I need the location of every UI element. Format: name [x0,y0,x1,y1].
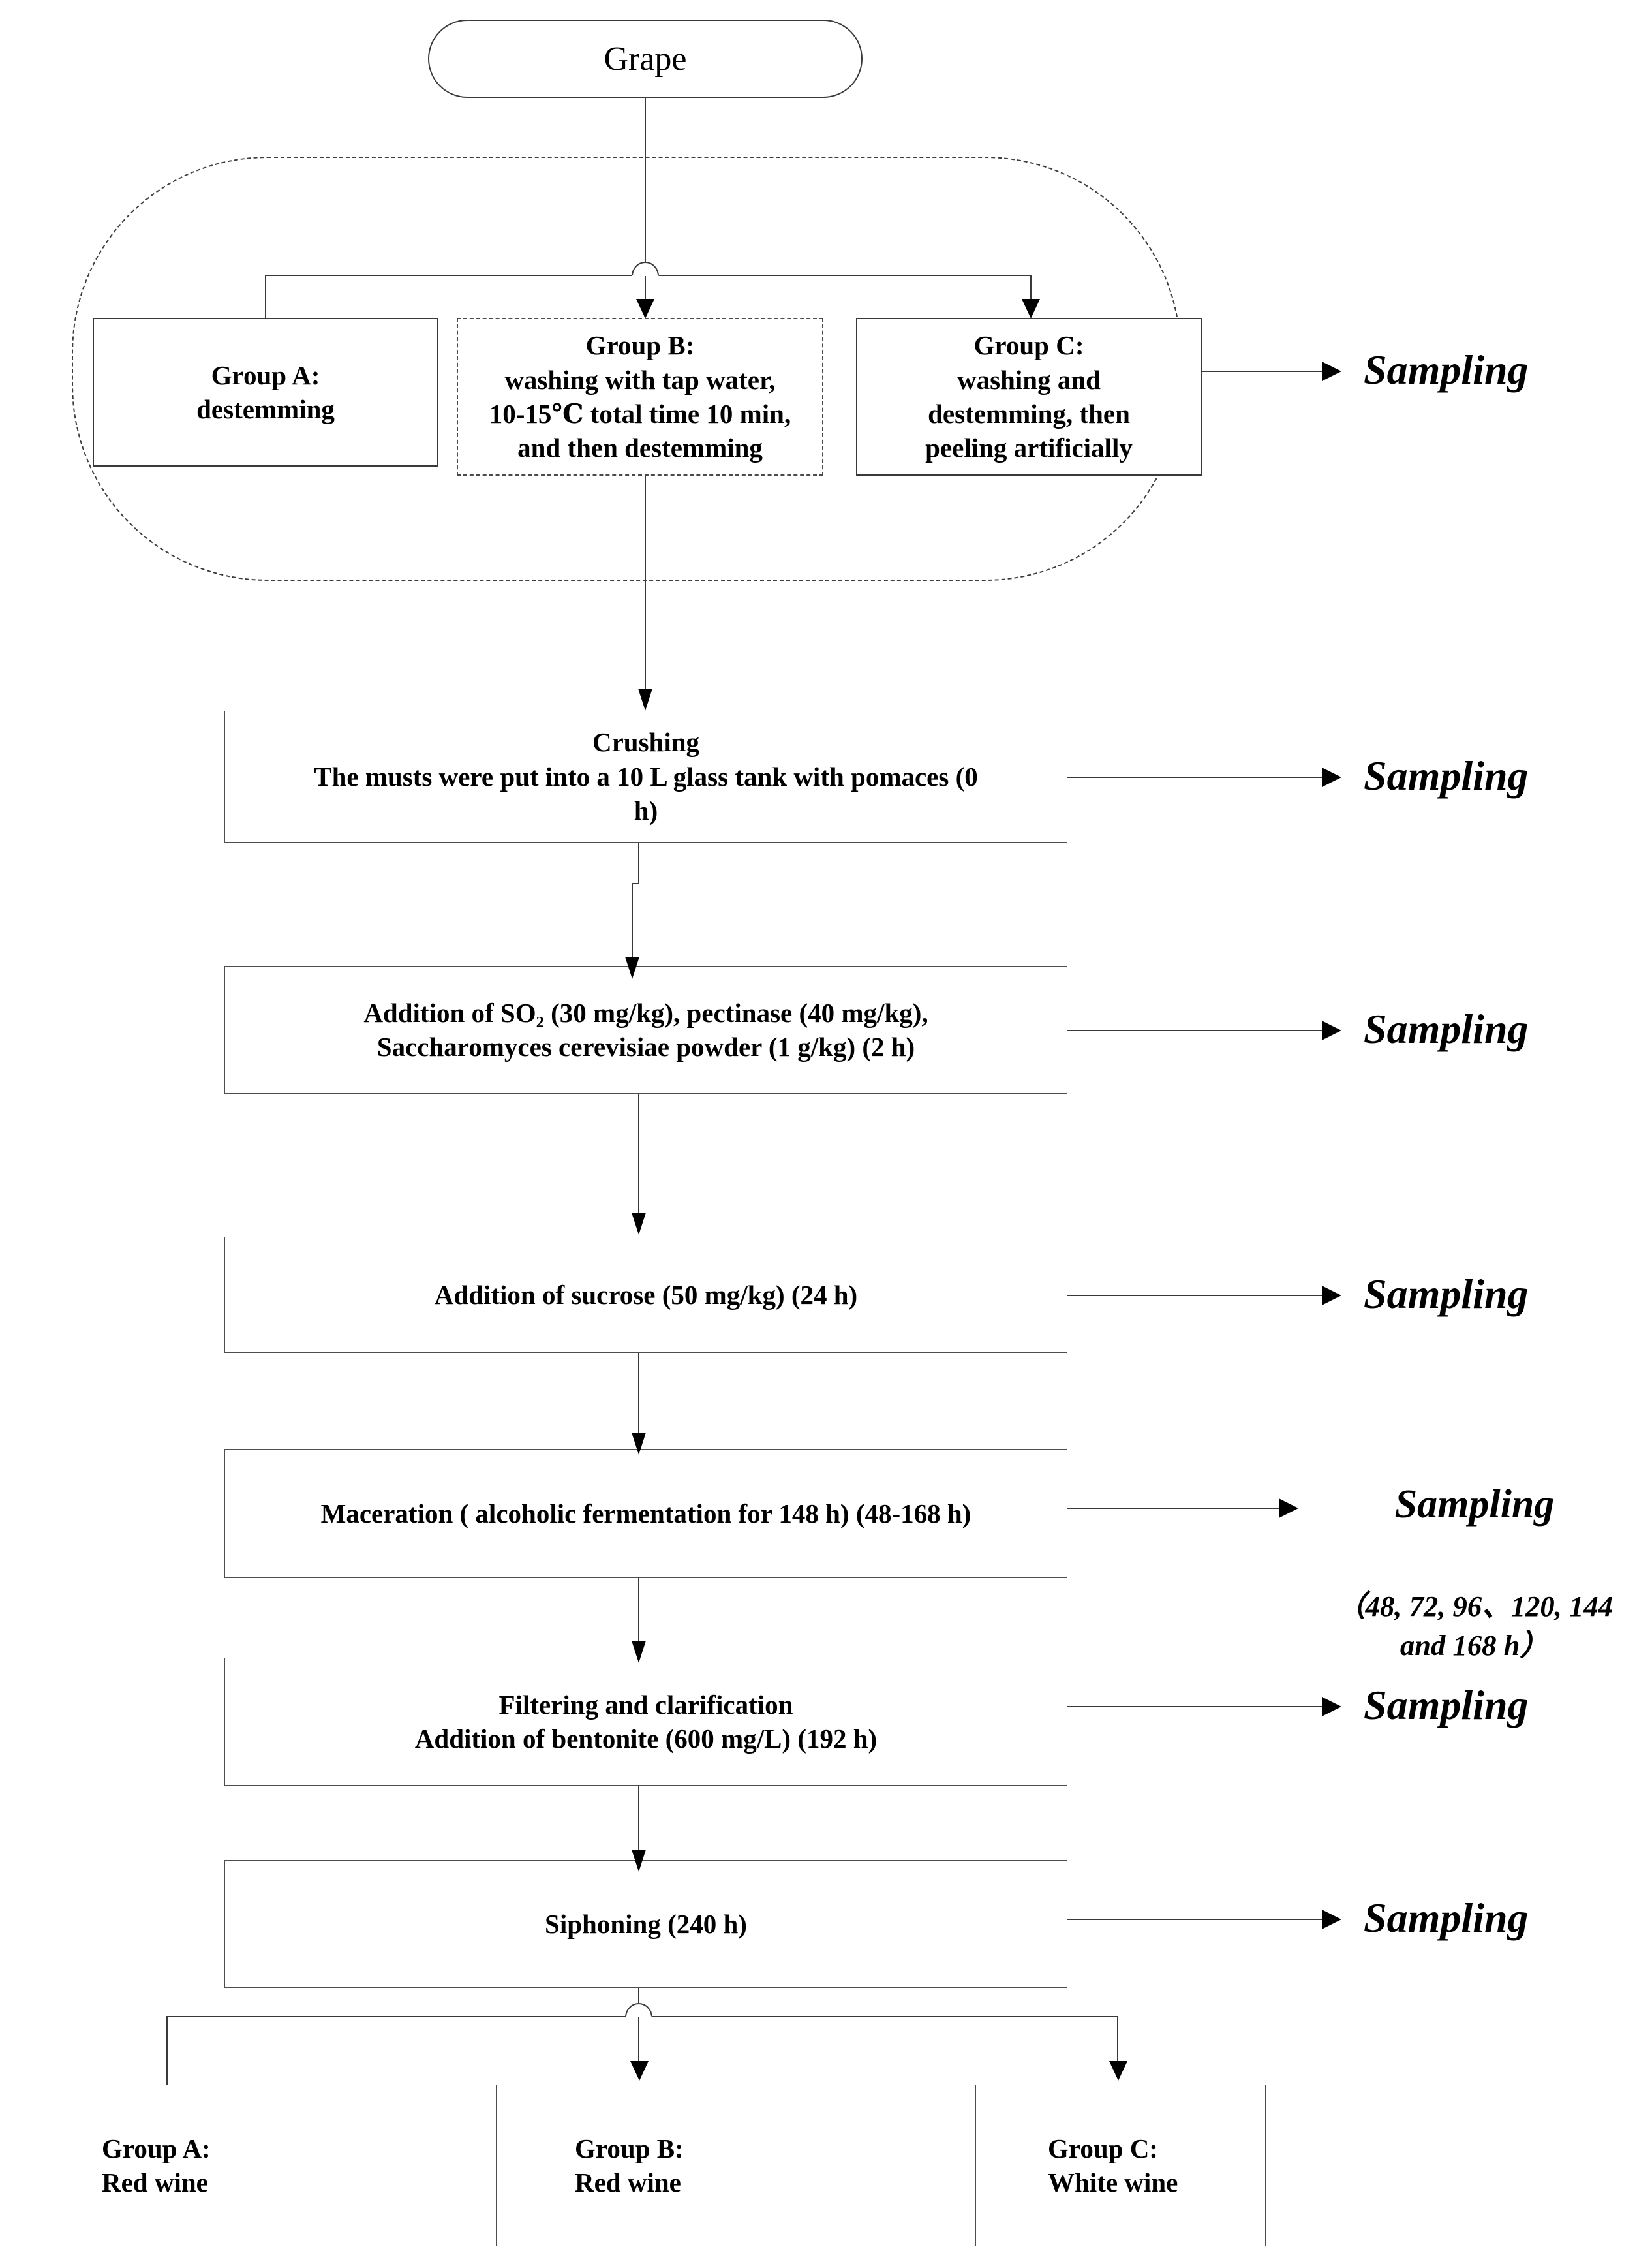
node-filtering-clarification-label: Filtering and clarification Addition of … [414,1689,878,1754]
arrowhead-output-c [1109,2061,1127,2081]
sampling-label-pretreatment: Sampling [1364,347,1529,393]
connector-crushing-to-so2-upper [638,843,639,884]
node-group-b-output-label: Group B: Red wine [575,2133,684,2197]
sampling-line-pretreatment [1202,371,1324,372]
node-siphoning: Siphoning (240 h) [224,1860,1067,1988]
node-maceration-label: Maceration ( alcoholic fermentation for … [320,1498,971,1528]
node-group-a-output: Group A: Red wine [23,2085,313,2246]
connector-maceration-to-filtering [638,1578,639,1643]
connector-grape-to-branch [645,98,646,275]
branch-drop-output-a [166,2016,168,2085]
connector-siphoning-to-outputs [638,1988,639,2017]
node-crushing: Crushing The musts were put into a 10 L … [224,711,1067,843]
arrowhead-output-b [630,2061,649,2081]
node-filtering-clarification: Filtering and clarification Addition of … [224,1658,1067,1786]
node-addition-so2: Addition of SO₂ (30 mg/kg), pectinase (4… [224,966,1067,1094]
connector-pretreatment-to-crushing [645,476,646,696]
branch-drop-output-b [638,2016,639,2062]
sampling-label-maceration: Sampling （48, 72, 96、120, 144 and 168 h） [1311,1423,1638,1720]
node-crushing-label: Crushing The musts were put into a 10 L … [314,727,978,826]
arrowhead-filtering [632,1641,646,1663]
arrowhead-group-c [1022,299,1040,318]
node-group-b-output: Group B: Red wine [496,2085,786,2246]
line-hop-bottom [625,2003,652,2017]
node-addition-sucrose: Addition of sucrose (50 mg/kg) (24 h) [224,1237,1067,1353]
arrowhead-addition-so2 [625,957,639,979]
sampling-line-addition-sucrose [1067,1295,1324,1296]
sampling-label-crushing: Sampling [1364,752,1529,799]
sampling-arrowhead-addition-sucrose [1322,1286,1341,1305]
node-siphoning-label: Siphoning (240 h) [545,1908,747,1939]
node-maceration: Maceration ( alcoholic fermentation for … [224,1449,1067,1578]
arrowhead-maceration [632,1433,646,1455]
branch-drop-output-c [1117,2016,1118,2062]
node-group-c-pretreatment-label: Group C: washing and destemming, then pe… [925,330,1133,463]
node-group-c-output-label: Group C: White wine [1048,2133,1178,2197]
sampling-arrowhead-filtering [1322,1697,1341,1716]
sampling-label-addition-sucrose: Sampling [1364,1271,1529,1317]
node-group-c-pretreatment: Group C: washing and destemming, then pe… [856,318,1202,476]
arrowhead-addition-sucrose [632,1213,646,1235]
sampling-arrowhead-maceration [1279,1498,1298,1518]
sampling-arrowhead-crushing [1322,768,1341,787]
node-grape: Grape [428,20,863,98]
node-group-b-pretreatment: Group B: washing with tap water, 10-15℃ … [457,318,823,476]
node-group-a-output-label: Group A: Red wine [102,2133,211,2197]
sampling-arrowhead-pretreatment [1322,362,1341,381]
node-group-a-pretreatment: Group A: destemming [93,318,438,467]
connector-filtering-to-siphoning [638,1786,639,1852]
node-group-b-pretreatment-label: Group B: washing with tap water, 10-15℃ … [489,330,791,463]
node-group-c-output: Group C: White wine [975,2085,1266,2246]
sampling-line-addition-so2 [1067,1030,1324,1031]
branch-drop-group-a [265,275,266,318]
sampling-label-addition-so2: Sampling [1364,1006,1529,1052]
sampling-label-siphoning: Sampling [1364,1895,1529,1941]
arrowhead-crushing [638,689,652,711]
node-group-a-pretreatment-label: Group A: destemming [196,360,335,424]
node-addition-so2-label: Addition of SO₂ (30 mg/kg), pectinase (4… [363,997,928,1062]
connector-so2-to-sucrose [638,1094,639,1215]
node-grape-label: Grape [604,40,687,78]
branch-drop-group-b [645,275,646,301]
sampling-label-maceration-detail: （48, 72, 96、120, 144 and 168 h） [1336,1590,1613,1662]
sampling-line-siphoning [1067,1919,1324,1920]
connector-crushing-to-so2-lower [632,883,633,959]
connector-crushing-to-so2-jog [632,883,639,884]
node-addition-sucrose-label: Addition of sucrose (50 mg/kg) (24 h) [434,1279,858,1310]
connector-sucrose-to-maceration [638,1353,639,1435]
arrowhead-group-b [636,299,654,318]
sampling-label-filtering: Sampling [1364,1682,1529,1728]
sampling-line-filtering [1067,1706,1324,1707]
arrowhead-siphoning [632,1850,646,1872]
sampling-line-crushing [1067,777,1324,778]
sampling-label-maceration-title: Sampling [1394,1481,1555,1527]
sampling-line-maceration [1067,1508,1283,1509]
sampling-arrowhead-siphoning [1322,1910,1341,1929]
sampling-arrowhead-addition-so2 [1322,1021,1341,1040]
branch-drop-group-c [1030,275,1032,301]
